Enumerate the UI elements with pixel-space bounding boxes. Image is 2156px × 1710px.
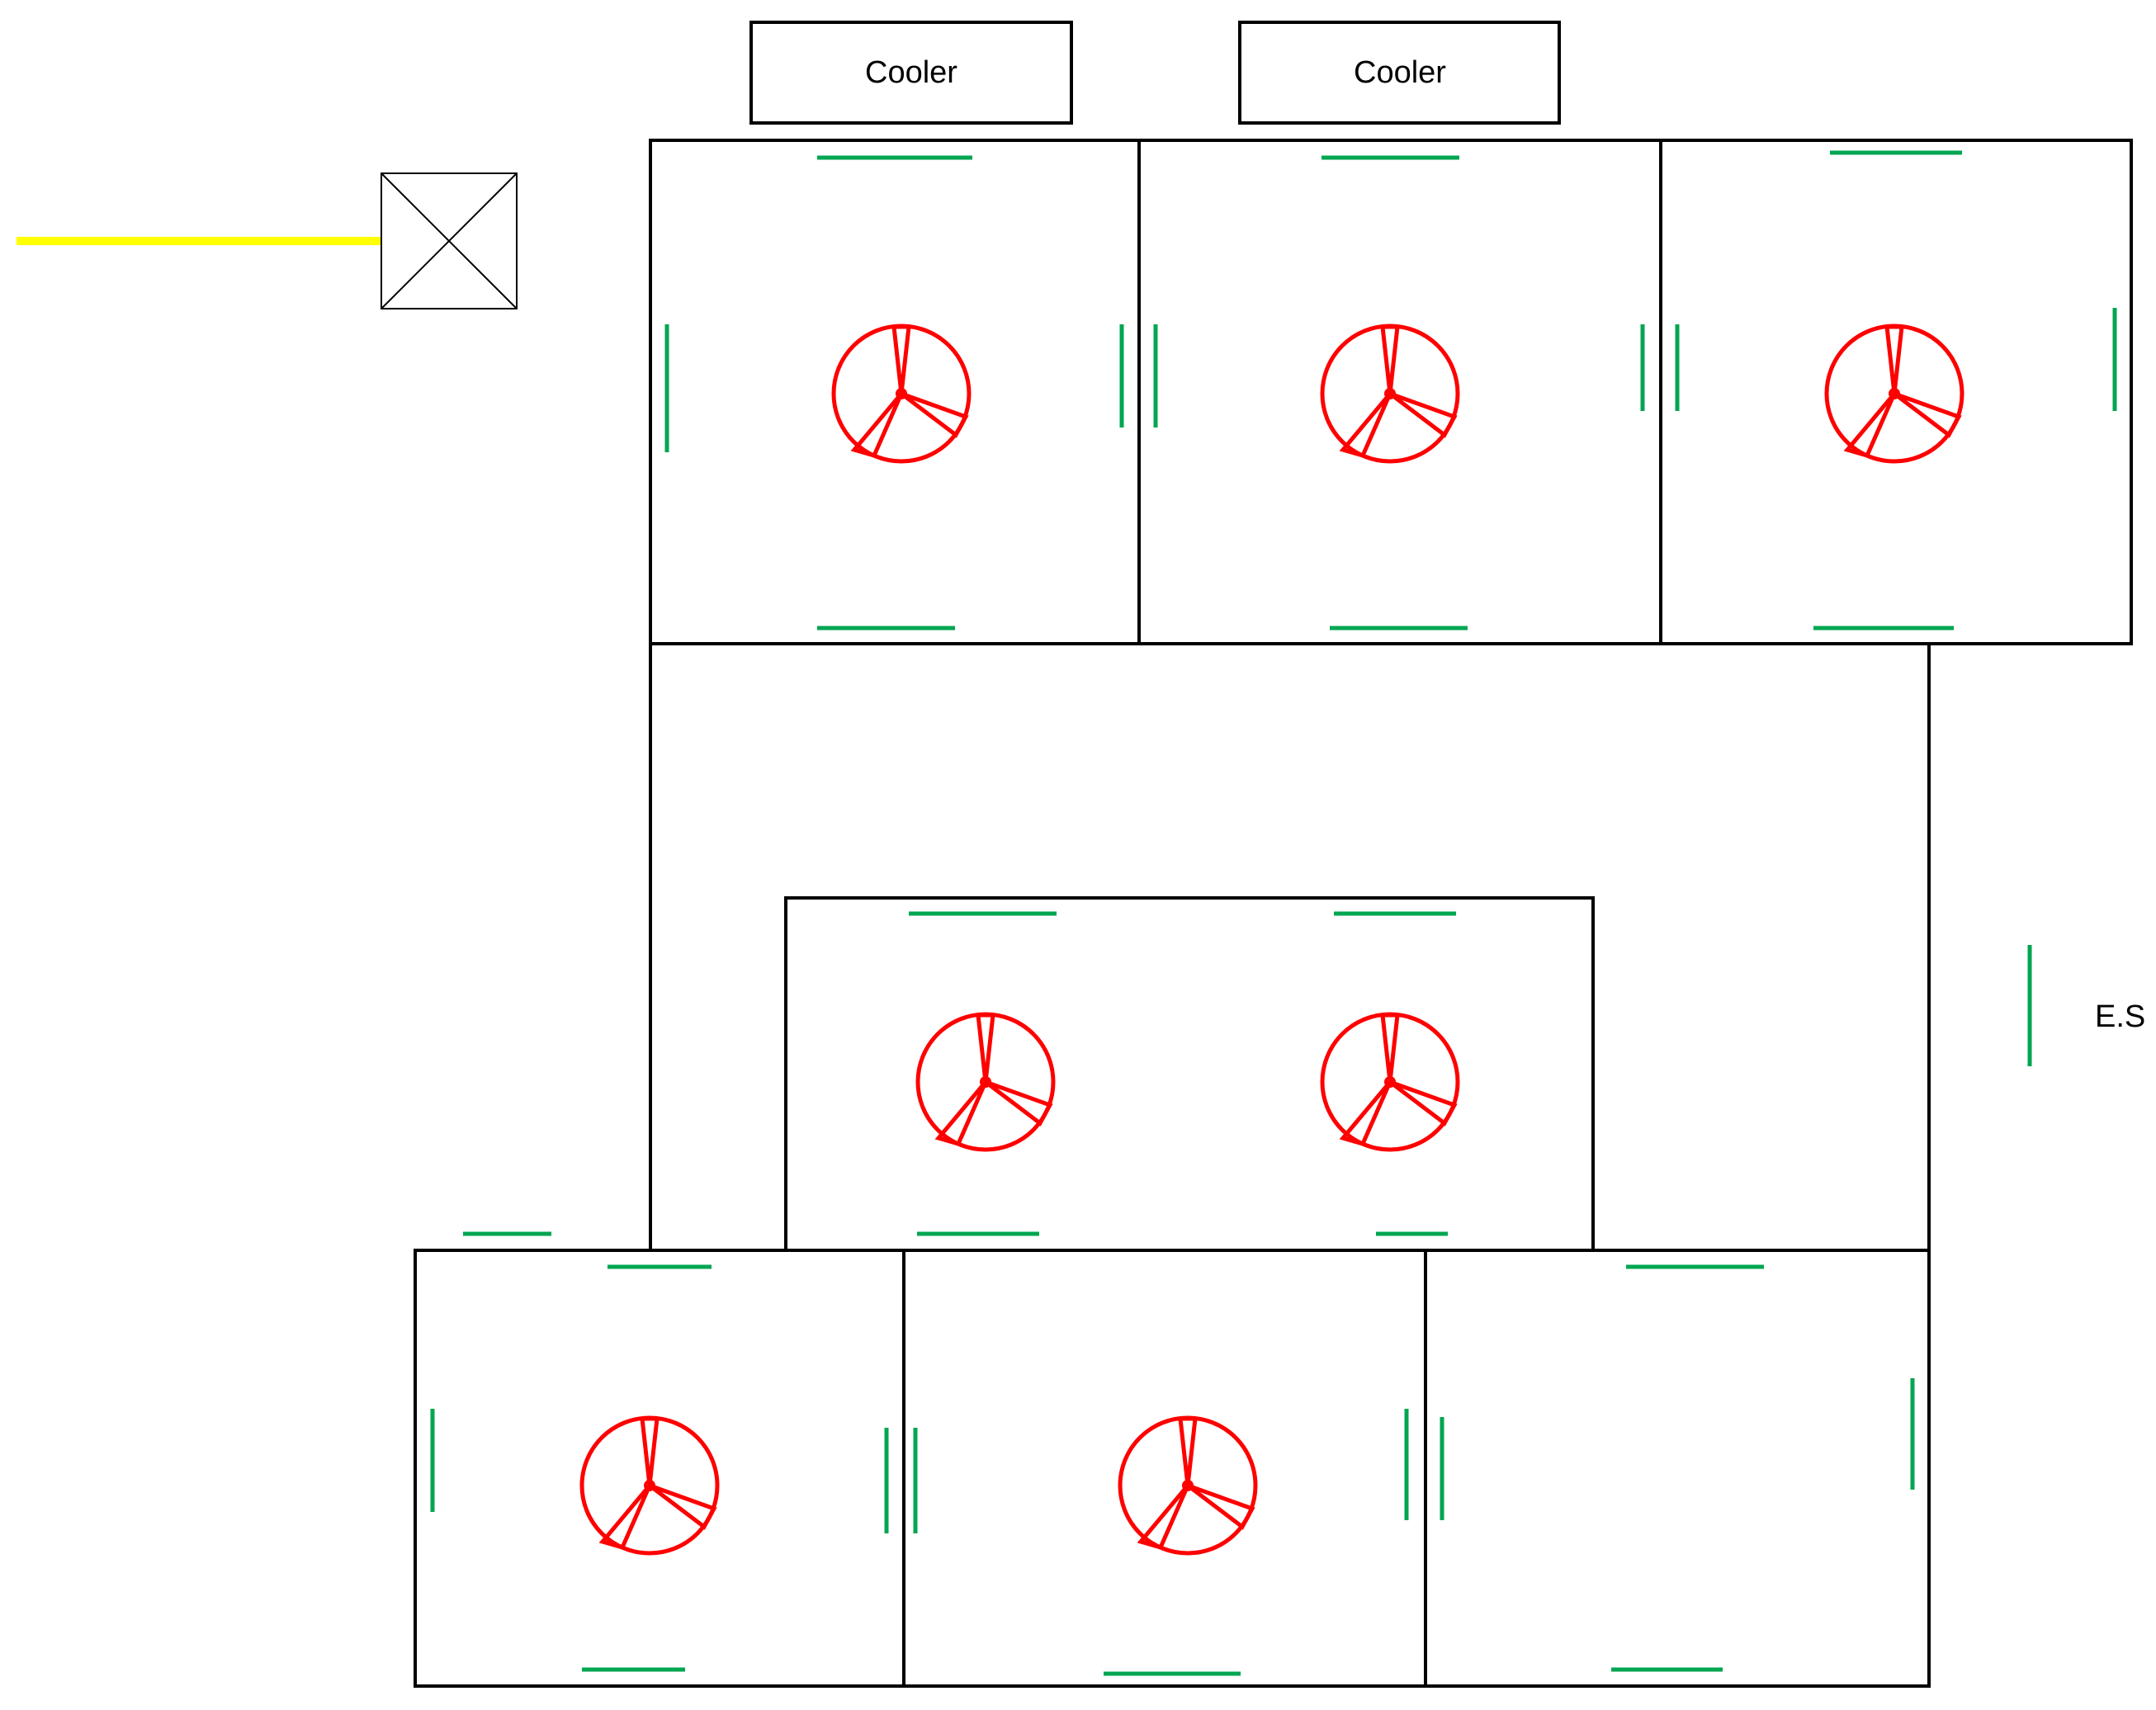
room-top-right — [1659, 139, 2133, 645]
junction-box-icon — [381, 172, 518, 309]
green-markers — [430, 150, 2117, 1676]
ceiling-fan-icon — [582, 1418, 717, 1553]
es-label: E.S — [2095, 999, 2145, 1034]
ceiling-fan-icon — [834, 326, 969, 461]
ceiling-fan-icon — [1827, 326, 1962, 461]
cooler-right-label: Cooler — [1354, 55, 1446, 90]
room-top-left — [649, 139, 1141, 645]
room-middle-hall — [784, 896, 1595, 1252]
cooler-left-label: Cooler — [865, 55, 957, 90]
room-top-middle — [1137, 139, 1662, 645]
cooler-left: Cooler — [749, 21, 1073, 125]
room-bottom-middle — [902, 1249, 1427, 1688]
building-walls — [414, 139, 2133, 1688]
room-bottom-left — [414, 1249, 905, 1688]
ceiling-fan-icon — [1120, 1418, 1255, 1553]
ceiling-fan-icon — [1322, 326, 1458, 461]
room-bottom-right — [1424, 1249, 1931, 1688]
ceiling-fan-icon — [918, 1014, 1053, 1150]
cooler-right: Cooler — [1238, 21, 1561, 125]
ceiling-fan-icon — [1322, 1014, 1458, 1150]
